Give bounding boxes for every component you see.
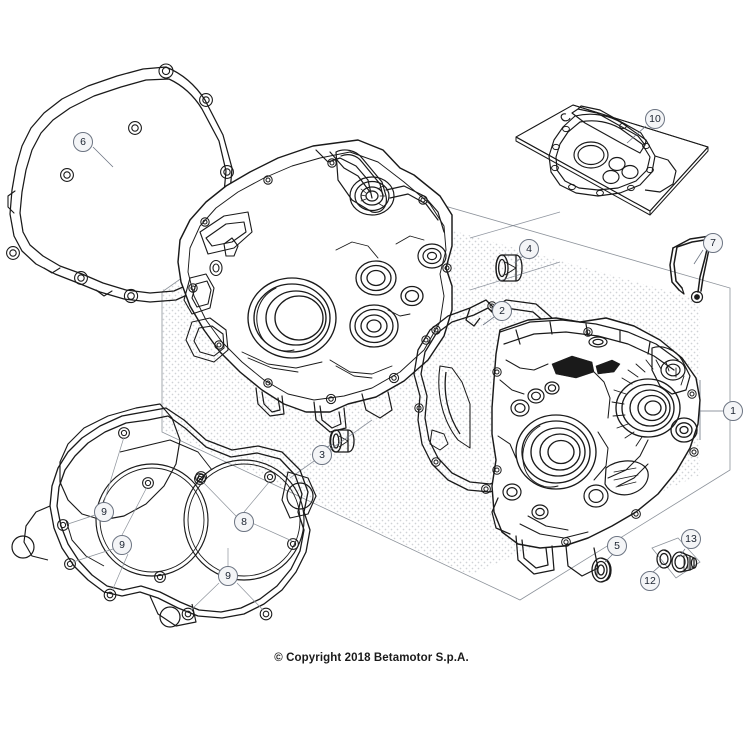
callout-leader-2 (482, 316, 495, 326)
callout-leader-5 (604, 553, 614, 563)
callout-1[interactable]: 1 (723, 401, 743, 421)
callout-2[interactable]: 2 (492, 301, 512, 321)
part-1-left-crankcase (177, 139, 453, 433)
part-6-clutch-cover-gasket (6, 63, 234, 304)
callout-leader-1 (699, 380, 723, 440)
part-4-bush-ring (495, 254, 523, 282)
callout-leader-13 (678, 548, 686, 558)
callout-8[interactable]: 8 (234, 512, 254, 532)
callout-10[interactable]: 10 (645, 109, 665, 129)
part-12-washer (656, 549, 672, 569)
copyright-notice: © Copyright 2018 Betamotor S.p.A. (274, 652, 469, 664)
part-8-ignition-cover-gasket (11, 403, 317, 628)
callout-6[interactable]: 6 (73, 132, 93, 152)
callout-3[interactable]: 3 (312, 445, 332, 465)
callout-leader-7 (693, 249, 704, 265)
callout-5[interactable]: 5 (607, 536, 627, 556)
callout-leader-12 (652, 563, 663, 573)
part-1-right-crankcase (491, 317, 701, 577)
callout-12[interactable]: 12 (640, 571, 660, 591)
part-5-oil-seal (591, 557, 612, 583)
callout-4[interactable]: 4 (519, 239, 539, 259)
callout-9b[interactable]: 9 (112, 535, 132, 555)
callout-9a[interactable]: 9 (94, 502, 114, 522)
callout-7[interactable]: 7 (703, 233, 723, 253)
callout-leader-6 (92, 146, 114, 168)
callout-leader-10 (626, 125, 647, 144)
callout-13[interactable]: 13 (681, 529, 701, 549)
part-13-drain-plug (671, 551, 698, 573)
callout-9c[interactable]: 9 (218, 566, 238, 586)
callout-leader-4 (469, 211, 561, 291)
part-10-gasket-set (515, 104, 709, 216)
part-3-dowel-bush (329, 429, 355, 453)
callout-leaders-8-9 (67, 436, 293, 611)
